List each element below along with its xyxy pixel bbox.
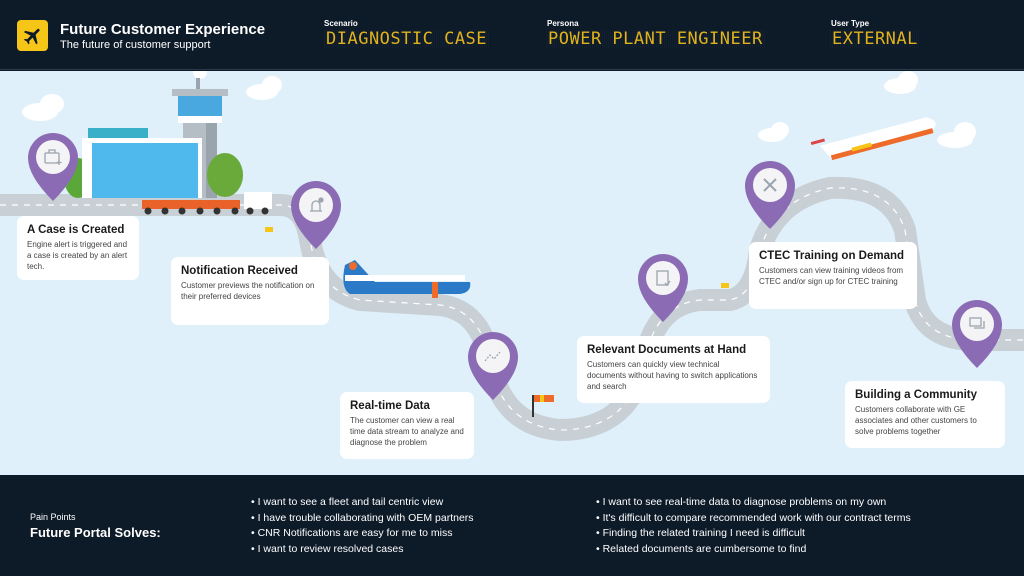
pain-point-item: I have trouble collaborating with OEM pa… bbox=[251, 511, 474, 527]
clouds bbox=[22, 71, 976, 148]
sign-marker bbox=[721, 283, 729, 288]
pain-points-panel: Pain Points Future Portal Solves: I want… bbox=[0, 475, 1024, 576]
step-2-card[interactable]: Notification Received Customer previews … bbox=[171, 257, 329, 325]
pain-point-item: Related documents are cumbersome to find bbox=[596, 542, 911, 558]
step-6-title: Building a Community bbox=[855, 389, 978, 401]
user-type-label: User Type bbox=[831, 19, 870, 28]
pain-point-item: Finding the related training I need is d… bbox=[596, 526, 911, 542]
flying-airplane bbox=[810, 117, 936, 161]
persona-label: Persona bbox=[547, 19, 579, 28]
persona-value: POWER PLANT ENGINEER bbox=[546, 29, 765, 49]
sign-marker bbox=[265, 227, 273, 232]
trend-line-icon bbox=[484, 351, 501, 362]
scenario-label: Scenario bbox=[324, 19, 358, 28]
step-3-description: The customer can view a real time data s… bbox=[350, 416, 464, 447]
step-1-title: A Case is Created bbox=[27, 224, 125, 236]
step-5-pin[interactable] bbox=[743, 159, 797, 231]
pain-point-item: It's difficult to compare recommended wo… bbox=[596, 511, 911, 527]
scenario-value: DIAGNOSTIC CASE bbox=[324, 29, 490, 49]
step-5-description: Customers can view training videos from … bbox=[759, 266, 904, 286]
step-3-title: Real-time Data bbox=[350, 400, 430, 412]
tools-icon bbox=[763, 178, 777, 192]
pain-points-label: Pain Points bbox=[30, 512, 76, 522]
step-6-card[interactable]: Building a Community Customers collabora… bbox=[845, 381, 1005, 448]
pain-points-title: Future Portal Solves: bbox=[30, 525, 161, 540]
pain-point-item: CNR Notifications are easy for me to mis… bbox=[251, 526, 474, 542]
parked-airplane bbox=[343, 260, 471, 298]
step-4-title: Relevant Documents at Hand bbox=[587, 344, 747, 356]
header-bar: Future Customer Experience The future of… bbox=[0, 0, 1024, 70]
road-illustration bbox=[0, 71, 1024, 442]
briefcase-plus-icon bbox=[44, 149, 62, 165]
step-4-card[interactable]: Relevant Documents at Hand Customers can… bbox=[577, 336, 770, 403]
pain-point-item: I want to see real-time data to diagnose… bbox=[596, 495, 911, 511]
step-3-pin[interactable] bbox=[466, 330, 520, 402]
step-6-pin[interactable] bbox=[950, 298, 1004, 370]
pain-points-list-2: I want to see real-time data to diagnose… bbox=[596, 495, 911, 557]
step-3-card[interactable]: Real-time Data The customer can view a r… bbox=[340, 392, 474, 459]
step-1-card[interactable]: A Case is Created Engine alert is trigge… bbox=[17, 216, 139, 280]
airplane-icon bbox=[23, 28, 40, 44]
step-2-description: Customer previews the notification on th… bbox=[181, 281, 315, 301]
app-title: Future Customer Experience bbox=[60, 21, 266, 38]
step-2-pin[interactable] bbox=[289, 179, 343, 251]
step-4-description: Customers can quickly view technical doc… bbox=[587, 360, 758, 391]
chat-icon bbox=[969, 317, 985, 329]
journey-map: A Case is Created Engine alert is trigge… bbox=[0, 71, 1024, 475]
pain-point-item: I want to review resolved cases bbox=[251, 542, 474, 558]
step-4-pin[interactable] bbox=[636, 252, 690, 324]
airport-terminal bbox=[64, 71, 243, 198]
step-6-description: Customers collaborate with GE associates… bbox=[855, 405, 977, 436]
baggage-cart bbox=[142, 192, 272, 215]
pain-points-list-1: I want to see a fleet and tail centric v… bbox=[251, 495, 474, 557]
bell-icon bbox=[310, 197, 324, 212]
step-5-title: CTEC Training on Demand bbox=[759, 250, 905, 262]
step-5-card[interactable]: CTEC Training on Demand Customers can vi… bbox=[749, 242, 917, 309]
step-1-pin[interactable] bbox=[26, 131, 80, 203]
step-1-description: Engine alert is triggered and a case is … bbox=[27, 240, 128, 271]
document-check-icon bbox=[656, 270, 671, 286]
logo bbox=[17, 20, 48, 51]
app-subtitle: The future of customer support bbox=[60, 39, 211, 51]
pain-point-item: I want to see a fleet and tail centric v… bbox=[251, 495, 474, 511]
step-2-title: Notification Received bbox=[181, 265, 298, 277]
windsock bbox=[532, 395, 554, 417]
user-type-value: EXTERNAL bbox=[830, 29, 920, 49]
